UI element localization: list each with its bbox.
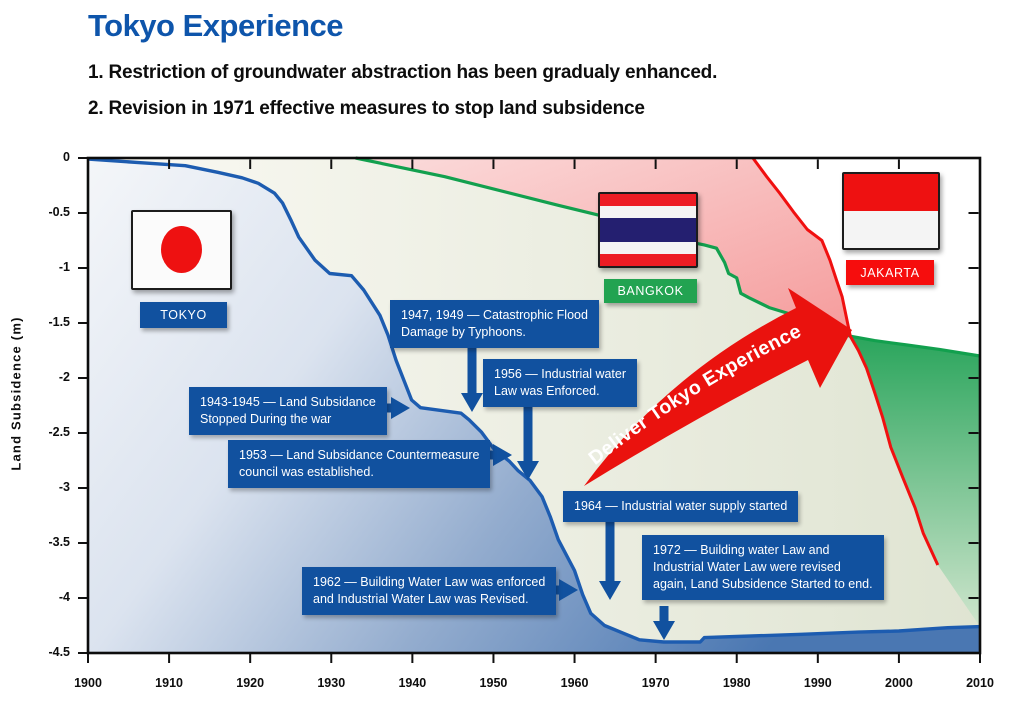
x-tick-label: 2010	[966, 676, 994, 690]
x-tick-label: 1940	[398, 676, 427, 690]
y-tick-label: -4.5	[48, 645, 70, 659]
thailand-flag-icon	[598, 192, 698, 268]
bangkok-label: BANGKOK	[604, 279, 697, 303]
annotation-1947-flood: 1947, 1949 — Catastrophic Flood Damage b…	[390, 300, 599, 348]
jakarta-area	[355, 158, 851, 337]
y-tick-label: -2.5	[48, 425, 70, 439]
x-tick-label: 1920	[236, 676, 265, 690]
big-red-arrow-shape	[584, 288, 852, 486]
x-tick-label: 1950	[479, 676, 508, 690]
y-tick-label: -4	[58, 590, 70, 604]
plot-border	[86, 156, 982, 655]
annotation-1962-law: 1962 — Building Water Law was enforced a…	[302, 567, 557, 615]
y-tick-label: -1	[58, 260, 70, 274]
y-tick-label: 0	[63, 150, 70, 164]
page-title: Tokyo Experience	[88, 8, 344, 43]
tokyo-label: TOKYO	[140, 302, 227, 328]
header-point-1: 1. Restriction of groundwater abstractio…	[88, 62, 718, 83]
annotation-1964-supply: 1964 — Industrial water supply started	[563, 491, 799, 522]
x-tick-label: 1990	[803, 676, 832, 690]
annotation-1953-council: 1953 — Land Subsidance Countermeasure co…	[228, 440, 491, 488]
header-point-2: 2. Revision in 1971 effective measures t…	[88, 98, 645, 119]
indonesia-flag-icon	[842, 172, 940, 250]
annotation-1956-law: 1956 — Industrial water Law was Enforced…	[483, 359, 638, 407]
x-tick-label: 1970	[641, 676, 670, 690]
japan-flag-sun	[161, 226, 202, 273]
annotation-1972-revision: 1972 — Building water Law and Industrial…	[642, 535, 884, 600]
annotation-1943-war: 1943-1945 — Land Subsidance Stopped Duri…	[189, 387, 387, 435]
x-tick-label: 1910	[155, 676, 183, 690]
jakarta-series-line	[751, 157, 940, 566]
y-tick-label: -1.5	[48, 315, 70, 329]
japan-flag-icon	[131, 210, 232, 290]
x-tick-label: 1960	[560, 676, 589, 690]
y-tick-label: -2	[58, 370, 70, 384]
x-tick-label: 1900	[74, 676, 102, 690]
tokyo-area	[88, 159, 980, 653]
x-tick-label: 1980	[722, 676, 751, 690]
bangkok-area	[850, 336, 980, 627]
y-tick-label: -3	[58, 480, 70, 494]
x-tick-label: 2000	[885, 676, 913, 690]
y-tick-label: -0.5	[48, 205, 70, 219]
jakarta-label: JAKARTA	[846, 260, 934, 285]
x-tick-label: 1930	[317, 676, 346, 690]
y-tick-label: -3.5	[48, 535, 70, 549]
